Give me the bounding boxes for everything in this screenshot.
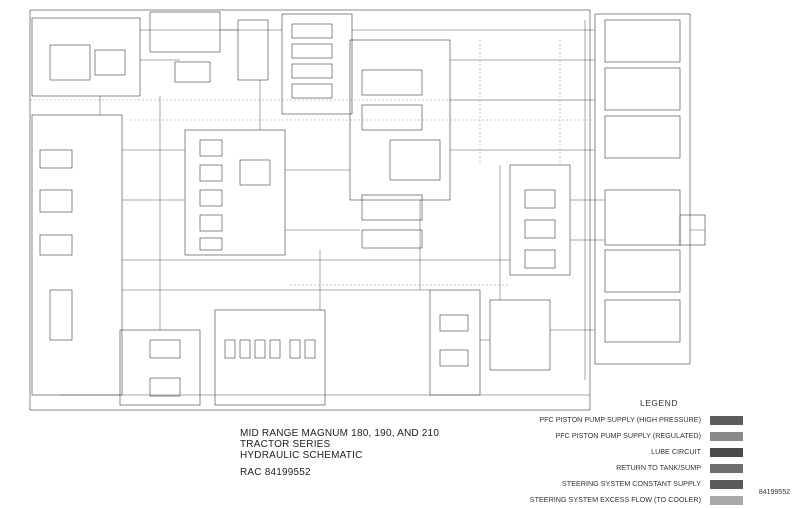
document-id: 84199552 — [758, 489, 790, 496]
legend-item-label: STEERING SYSTEM EXCESS FLOW (TO COOLER) — [529, 495, 701, 504]
remote-valve-stack — [281, 13, 353, 115]
legend-item-swatch — [710, 416, 743, 425]
title-schematic-line: HYDRAULIC SCHEMATIC — [240, 450, 363, 461]
transmission-control-valve — [184, 129, 286, 256]
legend-item-label: LUBE CIRCUIT — [651, 447, 701, 456]
clutch-packs — [214, 309, 326, 406]
schematic-title-block: MID RANGE MAGNUM 180, 190, AND 210 TRACT… — [240, 428, 480, 478]
title-series-line: TRACTOR SERIES — [240, 439, 331, 450]
legend-heading: LEGEND — [640, 398, 678, 408]
schematic-outline — [29, 9, 591, 411]
legend-item-label: RETURN TO TANK/SUMP — [616, 463, 701, 472]
legend-item-label: PFC PISTON PUMP SUPPLY (HIGH PRESSURE) — [539, 415, 701, 424]
legend-item-swatch — [710, 464, 743, 473]
legend-item: PFC PISTON PUMP SUPPLY (REGULATED) — [505, 430, 743, 444]
suspension-control-box — [31, 17, 141, 97]
legend-item: RETURN TO TANK/SUMP — [505, 462, 743, 476]
legend-item-swatch — [710, 480, 743, 489]
legend-item: LUBE CIRCUIT — [505, 446, 743, 460]
legend-item: STEERING SYSTEM CONSTANT SUPPLY — [505, 478, 743, 492]
title-rac-number: RAC 84199552 — [240, 467, 311, 478]
legend-item-swatch — [710, 448, 743, 457]
legend-item-swatch — [710, 496, 743, 505]
legend-item: STEERING SYSTEM EXCESS FLOW (TO COOLER) — [505, 494, 743, 508]
legend-item-label: STEERING SYSTEM CONSTANT SUPPLY — [562, 479, 701, 488]
legend-item-label: PFC PISTON PUMP SUPPLY (REGULATED) — [555, 431, 701, 440]
legend-item: PFC PISTON PUMP SUPPLY (HIGH PRESSURE) — [505, 414, 743, 428]
legend-item-swatch — [710, 432, 743, 441]
remote-valve-sections — [594, 13, 691, 365]
title-model-line: MID RANGE MAGNUM 180, 190, AND 210 — [240, 428, 440, 439]
